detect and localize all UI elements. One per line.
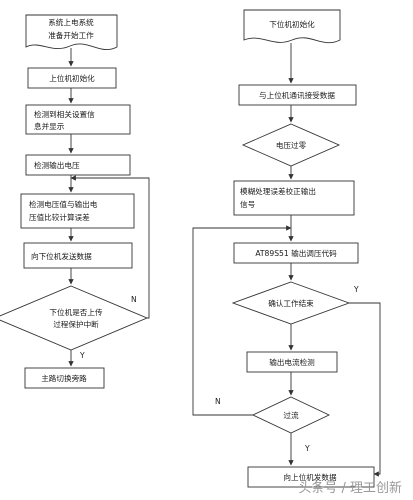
detect-display-box [25,104,131,135]
compare-label-1: 检测电压值与输出电 [29,199,98,209]
current-detect-box [246,351,338,373]
edge-over-no-loop [192,225,292,416]
at89-box [233,242,359,264]
lower-init-label: 下位机初始化 [269,19,315,29]
bottom-box [247,466,375,488]
overcurrent-label: 过流 [283,410,299,420]
detect-output-box [25,154,131,176]
upper-init-box [27,67,117,89]
start-node [25,14,118,50]
right-y-over-label: Y [304,444,310,453]
receive-box [238,84,357,106]
edge-decision-no-loop [70,175,150,319]
detect-display-label-1: 检测到相关设置信 [34,109,95,119]
edge-confirm-yes [349,302,381,477]
compare-label-2: 压值比较计算误差 [29,212,90,222]
send-lower-label: 向下位机发送数据 [31,251,92,261]
main-switch-box [24,367,105,389]
fuzzy-box [233,180,355,216]
start-label-1: 系统上电系统 [48,17,94,27]
watermark-text: 头条号 / 理工创新 [298,480,402,496]
right-flow: 下位机初始化 与上位机通讯接受数据 电压过零 模糊处理误差校正输出 信号 AT8… [192,9,381,488]
send-lower-box [23,242,133,269]
right-n-over-label: N [215,397,221,406]
receive-label: 与上位机通讯接受数据 [259,90,335,100]
upper-init-label: 上位机初始化 [49,73,95,83]
main-switch-label: 主路切换旁路 [41,373,87,383]
fuzzy-label-1: 模糊处理误差校正输出 [240,186,316,196]
detect-display-label-2: 息并显示 [34,121,65,131]
right-yes-label: Y [353,285,359,294]
bottom-label: 向上位机发数据 [283,472,337,482]
zero-label: 电压过零 [276,140,307,150]
fuzzy-label-2: 信号 [240,199,256,209]
current-detect-label: 输出电流检测 [269,357,315,367]
decision-label-2: 过程保护中断 [53,319,99,329]
compare-box [20,193,135,229]
start-label-2: 准备开始工作 [48,30,94,40]
confirm-label: 确认工作结束 [268,298,314,308]
decision-label-1: 下位机是否上传 [49,307,103,317]
upload-decision [0,285,149,351]
lower-init-node [243,9,341,44]
left-flow: 系统上电系统 准备开始工作 上位机初始化 检测到相关设置信 息并显示 检测输出电… [0,14,150,389]
at89-label: AT89S51 输出调压代码 [255,248,337,258]
detect-output-label: 检测输出电压 [34,160,80,170]
left-no-label: N [131,295,137,304]
left-yes-label: Y [79,351,85,360]
